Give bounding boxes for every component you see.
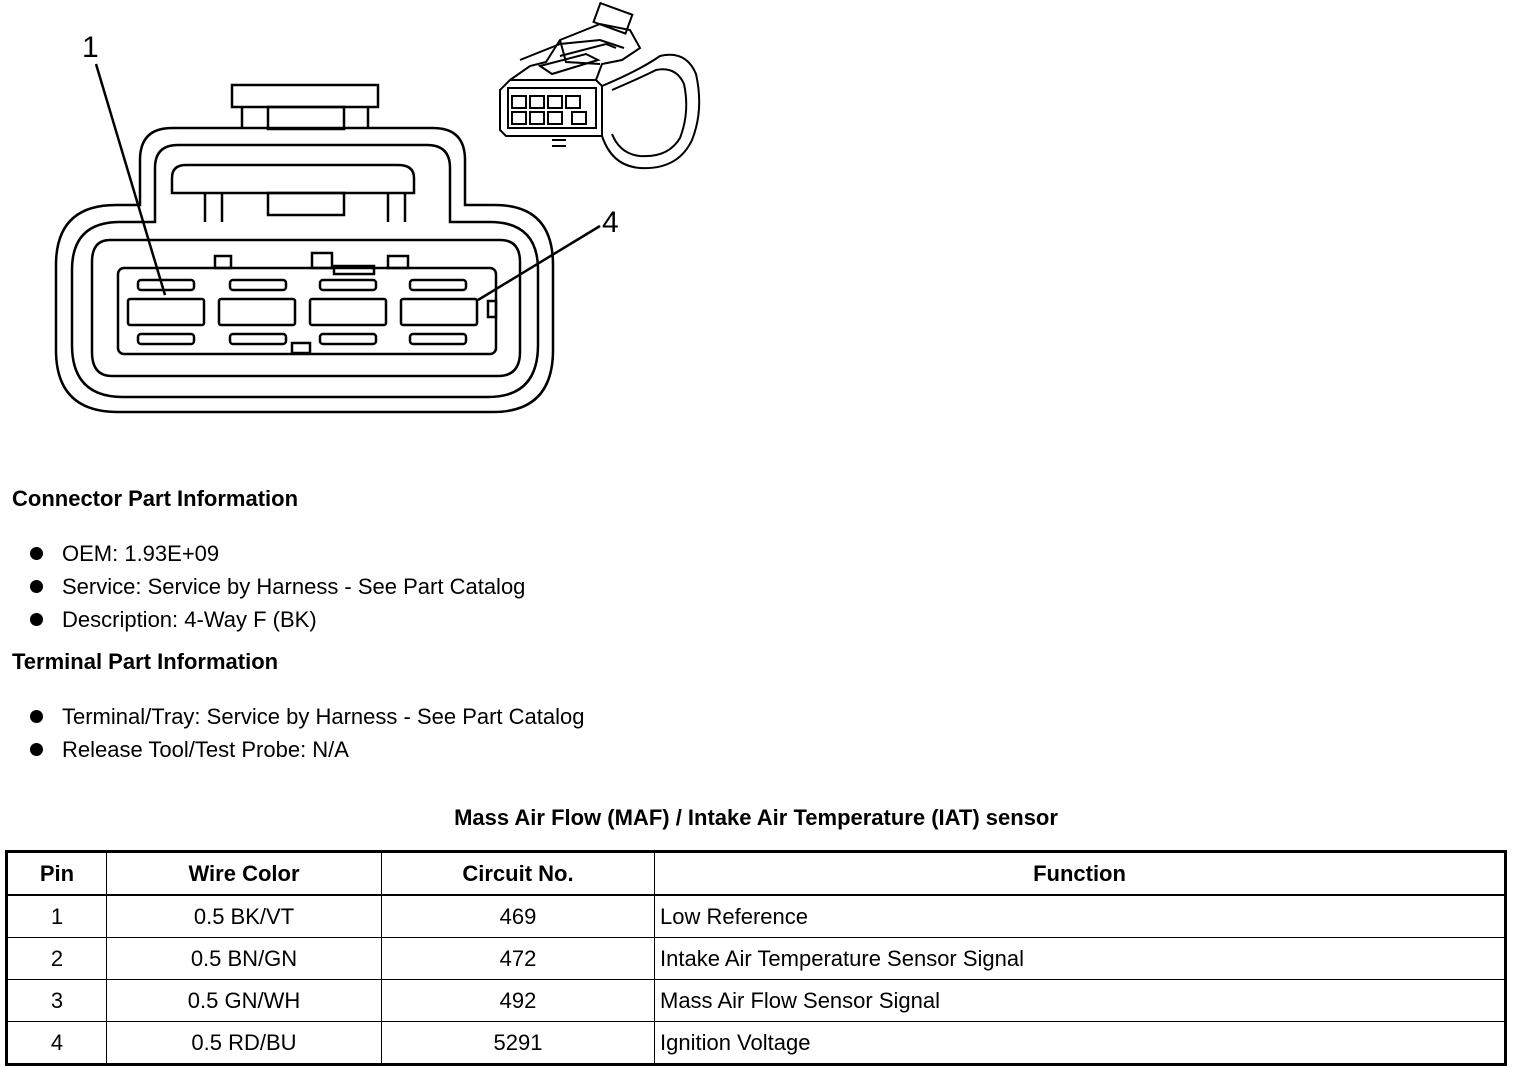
connector-part-info-heading: Connector Part Information bbox=[12, 486, 299, 511]
cell-function: Intake Air Temperature Sensor Signal bbox=[654, 937, 1506, 980]
terminal-part-info-list: Terminal/Tray: Service by Harness - See … bbox=[30, 700, 585, 766]
list-item: OEM: 1.93E+09 bbox=[30, 537, 525, 570]
cell-pin: 3 bbox=[6, 979, 107, 1022]
list-item: Description: 4-Way F (BK) bbox=[30, 603, 525, 636]
cell-wire-color: 0.5 BN/GN bbox=[106, 937, 382, 980]
connector-isometric-view bbox=[499, 1, 701, 170]
connector-face-view bbox=[54, 63, 601, 414]
column-header-function: Function bbox=[654, 851, 1506, 896]
callout-4-leader bbox=[477, 224, 601, 302]
cell-wire-color: 0.5 RD/BU bbox=[106, 1021, 382, 1065]
cell-function: Ignition Voltage bbox=[654, 1021, 1506, 1065]
cell-circuit-no: 469 bbox=[381, 894, 655, 938]
table-row: 2 0.5 BN/GN 472 Intake Air Temperature S… bbox=[6, 937, 1506, 980]
table-header-row: Pin Wire Color Circuit No. Function bbox=[6, 851, 1506, 896]
cell-function: Low Reference bbox=[654, 894, 1506, 938]
cell-pin: 2 bbox=[6, 937, 107, 980]
callout-4-label: 4 bbox=[602, 206, 619, 239]
list-item: Release Tool/Test Probe: N/A bbox=[30, 733, 585, 766]
cell-circuit-no: 492 bbox=[381, 979, 655, 1022]
table-row: 1 0.5 BK/VT 469 Low Reference bbox=[6, 894, 1506, 938]
cell-circuit-no: 5291 bbox=[381, 1021, 655, 1065]
list-item: Terminal/Tray: Service by Harness - See … bbox=[30, 700, 585, 733]
column-header-circuit-no: Circuit No. bbox=[381, 851, 655, 896]
connector-part-info-list: OEM: 1.93E+09 Service: Service by Harnes… bbox=[30, 537, 525, 636]
column-header-wire-color: Wire Color bbox=[106, 851, 382, 896]
cell-pin: 1 bbox=[6, 894, 107, 938]
table-title: Mass Air Flow (MAF) / Intake Air Tempera… bbox=[454, 805, 1058, 830]
table-row: 3 0.5 GN/WH 492 Mass Air Flow Sensor Sig… bbox=[6, 979, 1506, 1022]
callout-1-leader bbox=[94, 63, 167, 296]
connector-diagram: 1 4 bbox=[54, 1, 701, 414]
callout-1-label: 1 bbox=[82, 31, 99, 64]
cell-pin: 4 bbox=[6, 1021, 107, 1065]
column-header-pin: Pin bbox=[6, 851, 107, 896]
terminal-part-info-heading: Terminal Part Information bbox=[12, 649, 279, 674]
pinout-table: Pin Wire Color Circuit No. Function 1 0.… bbox=[5, 850, 1507, 1066]
cell-wire-color: 0.5 GN/WH bbox=[106, 979, 382, 1022]
cell-function: Mass Air Flow Sensor Signal bbox=[654, 979, 1506, 1022]
cell-circuit-no: 472 bbox=[381, 937, 655, 980]
table-row: 4 0.5 RD/BU 5291 Ignition Voltage bbox=[6, 1021, 1506, 1065]
cell-wire-color: 0.5 BK/VT bbox=[106, 894, 382, 938]
list-item: Service: Service by Harness - See Part C… bbox=[30, 570, 525, 603]
